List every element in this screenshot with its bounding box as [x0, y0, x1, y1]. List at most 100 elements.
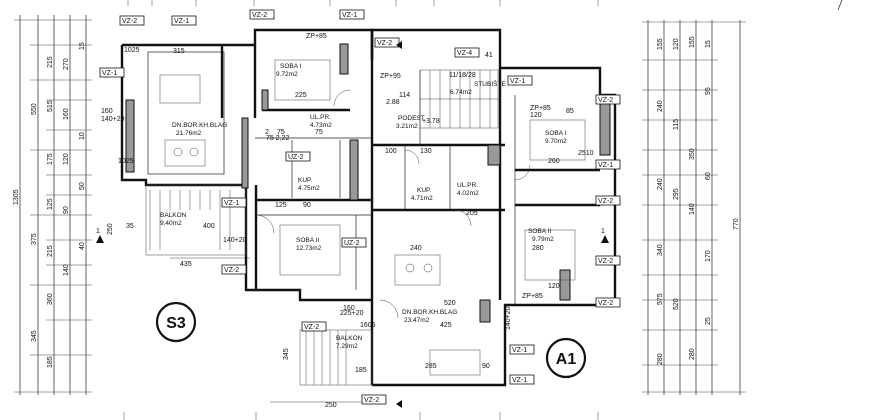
dim-2: 2: [265, 129, 269, 136]
left-dim-270: 270: [63, 58, 70, 70]
svg-text:ZP+85: ZP+85: [306, 33, 327, 40]
svg-text:ZP+95: ZP+95: [380, 73, 401, 80]
tag-uz2-1: UZ-2: [285, 151, 311, 162]
svg-text:UZ-2: UZ-2: [344, 240, 360, 247]
tag-vz2-6: VZ-2: [595, 195, 621, 206]
tag-vz2-7: VZ-2: [595, 255, 621, 266]
right-dim-770: 770: [733, 218, 740, 230]
room-area-balkon-right: 7.29m2: [336, 343, 358, 350]
dim-280: 280: [532, 245, 544, 252]
left-dim-360: 360: [47, 293, 54, 305]
svg-text:VZ-2: VZ-2: [598, 198, 613, 205]
room-area-podest: 3.21m2: [396, 123, 418, 130]
dim-250-left: 250: [107, 223, 114, 235]
dim-225: 225: [295, 92, 307, 99]
tag-vz2-1: VZ-2: [119, 15, 145, 26]
dim-1025-left: 1025: [118, 158, 134, 165]
room-name-dnevni-right: DN.BOR.KH.BLAG: [402, 309, 457, 316]
svg-text:VZ-1: VZ-1: [224, 200, 239, 207]
dim-435: 435: [180, 261, 192, 268]
room-area-soba-ii-right: 9.79m2: [532, 236, 554, 243]
dim-240: 240: [410, 245, 422, 252]
dim-1605: 1605: [360, 322, 376, 329]
svg-text:ZP+85: ZP+85: [522, 293, 543, 300]
right-dim-155a: 155: [657, 38, 664, 50]
dim-125: 125: [275, 202, 287, 209]
svg-text:ZP+85: ZP+85: [530, 105, 551, 112]
room-name-stubiste: STUBIŠTE: [474, 79, 506, 88]
right-dim-520: 520: [673, 298, 680, 310]
dim-315: 315: [173, 48, 185, 55]
svg-text:UZ-2: UZ-2: [288, 154, 304, 161]
unit-label-a1: A1: [545, 337, 587, 379]
room-name-kup-right: KUP.: [417, 187, 432, 194]
tag-zp85-2: ZP+85: [530, 105, 551, 112]
right-dim-95: 95: [705, 87, 712, 95]
svg-text:VZ-2: VZ-2: [224, 267, 239, 274]
room-name-soba-top: SOBA I: [280, 63, 302, 70]
left-dim-125: 125: [47, 198, 54, 210]
svg-text:VZ-1: VZ-1: [512, 377, 527, 384]
right-dim-155b: 155: [689, 36, 696, 48]
dim-160-b: 160: [343, 305, 355, 312]
left-dim-215a: 215: [47, 56, 54, 68]
svg-text:VZ-2: VZ-2: [377, 40, 392, 47]
left-dim-160: 160: [63, 108, 70, 120]
tag-vz1-5: VZ-1: [221, 197, 247, 208]
left-dim-15: 15: [79, 42, 86, 50]
right-dim-140: 140: [689, 203, 696, 215]
room-labels: SOBA I 9.72m2 DN.BOR.KH.BLAG 21.76m2 UL.…: [160, 63, 567, 350]
tag-vz2-10: VZ-2: [301, 321, 327, 332]
tag-vz2-2: VZ-2: [249, 9, 275, 20]
room-name-kup-left: KUP.: [298, 177, 313, 184]
right-dim-115: 115: [673, 119, 680, 130]
svg-text:VZ-4: VZ-4: [457, 50, 472, 57]
left-dim-10: 10: [79, 132, 86, 140]
unit-label-s3-text: S3: [166, 315, 186, 332]
left-dim-120: 120: [63, 153, 70, 165]
tag-vz1-6: VZ-1: [595, 159, 621, 170]
dim-260: 260: [548, 158, 560, 165]
svg-text:VZ-1: VZ-1: [512, 347, 527, 354]
dim-75-a: 75: [277, 129, 285, 136]
dim-120-b: 120: [548, 283, 560, 290]
tag-vz2-9: VZ-2: [361, 394, 387, 405]
room-name-soba-ii-left: SOBA II: [296, 237, 319, 244]
right-dim-340: 340: [657, 244, 664, 256]
left-dimension-chains: 1305 550 375 345 215 515 175 125 215 360…: [13, 15, 92, 395]
dim-1025-top: 1025: [124, 47, 140, 54]
left-total-dim: 1305: [13, 189, 20, 205]
room-name-ulpr-right: UL.PR.: [457, 182, 478, 189]
svg-text:VZ-2: VZ-2: [122, 18, 137, 25]
right-dim-15: 15: [705, 40, 712, 48]
dim-140-20: 140+20: [101, 116, 125, 123]
room-area-balkon-left: 9.40m2: [160, 220, 182, 227]
section-markers: 1 1: [96, 41, 609, 408]
left-dim-550: 550: [31, 103, 38, 115]
right-dim-575: 575: [657, 293, 664, 305]
right-dimension-chains: 155 240 240 340 575 280 120 115 295 520 …: [642, 20, 746, 395]
tag-vz1-3: VZ-1: [99, 67, 125, 78]
left-dim-185: 185: [47, 356, 54, 368]
svg-text:VZ-2: VZ-2: [304, 324, 319, 331]
room-name-balkon-left: BALKON: [160, 212, 187, 219]
dim-185: 185: [355, 367, 367, 374]
room-area-dnevni-right: 23.47m2: [404, 317, 430, 324]
plan-dimension-labels: 315 1025 225 160 140+20 75 75 2 1025 400…: [101, 47, 594, 409]
svg-text:VZ-1: VZ-1: [342, 12, 357, 19]
dim-2510: 2510: [578, 150, 594, 157]
dim-400: 400: [203, 223, 215, 230]
right-dim-280a: 280: [657, 353, 664, 365]
room-area-soba-top: 9.72m2: [276, 71, 298, 78]
room-area-ulpr-left: 4.73m2: [310, 122, 332, 129]
svg-text:VZ-1: VZ-1: [102, 70, 117, 77]
room-name-balkon-right: BALKON: [336, 335, 363, 342]
right-dim-350: 350: [689, 148, 696, 160]
tag-vz2-8: VZ-2: [595, 297, 621, 308]
svg-text:VZ-2: VZ-2: [252, 12, 267, 19]
building-walls: [120, 28, 617, 387]
right-dim-240b: 240: [657, 178, 664, 190]
room-area-kup-left: 4.75m2: [298, 185, 320, 192]
dim-plus-3-78: +3.78: [422, 118, 440, 125]
